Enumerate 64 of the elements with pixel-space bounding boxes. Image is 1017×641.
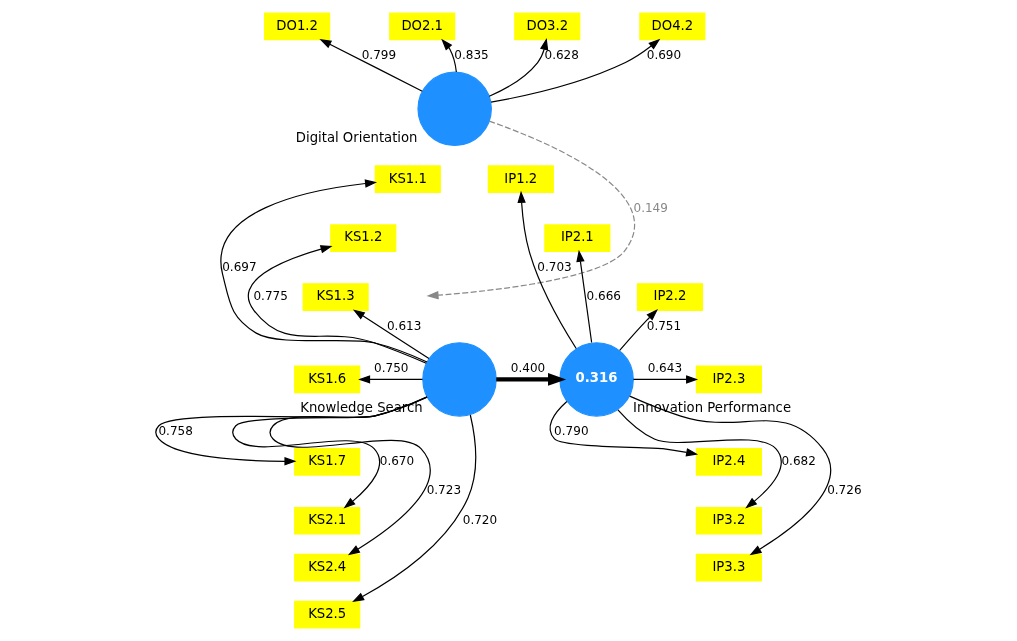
arrow [549,400,699,457]
node-box: DO2.1 [389,12,456,41]
edge-label: 0.790 [554,424,589,439]
node-box: KS2.1 [294,506,361,535]
edge-label: 0.666 [586,289,622,304]
node-box: IP2.2 [636,283,704,311]
edge-label: 0.670 [379,453,415,468]
edge-label: 0.723 [426,483,462,498]
edge-label: 0.835 [454,47,489,62]
node-box: IP2.4 [695,448,762,476]
edge-label: 0.758 [158,424,193,439]
arrow [632,375,699,384]
arrow [517,190,577,350]
node-box: KS1.6 [294,365,361,394]
edge-label: 0.775 [253,289,288,304]
node-box: KS1.3 [302,283,369,311]
node-box: KS1.7 [294,448,361,476]
node-box: KS1.2 [330,224,397,252]
edge-label: 0.697 [222,259,257,274]
arrow [247,245,427,364]
arrow [319,38,423,92]
edge-label: 0.703 [537,259,572,274]
edge-label: 0.149 [633,200,668,215]
edge-label: 0.682 [781,453,816,468]
arrow [576,249,593,344]
edge-label: 0.613 [386,318,422,333]
node-label: Digital Orientation [295,129,418,145]
edge-label: 0.751 [646,318,682,333]
arrow [426,120,636,300]
arrow [269,396,431,556]
node-box: IP3.3 [695,553,762,582]
node-box: DO4.2 [639,12,706,41]
edge-label: 0.643 [647,361,683,376]
arrow [488,37,549,97]
arrow [496,373,567,386]
node-box: KS2.4 [294,553,361,582]
arrow [619,309,658,352]
arrow [490,38,661,103]
edge-label: 0.799 [361,47,397,62]
node-box: KS1.1 [374,165,441,193]
node-box: DO1.2 [264,12,331,41]
arrow [617,409,782,509]
node-circle: 0.316 [559,342,634,417]
node-box: DO3.2 [514,12,581,41]
edge-label: 0.690 [646,47,682,62]
node-circle [422,342,497,417]
node-box: IP1.2 [487,165,554,193]
arrow [629,395,832,556]
node-circle [417,71,492,147]
edge-label: 0.400 [510,361,546,376]
edge-label: 0.750 [374,361,409,376]
arrow [155,396,428,466]
edge-label: 0.720 [462,512,498,527]
arrow [220,179,428,363]
edge-label: 0.726 [827,483,862,498]
node-box: IP2.3 [695,365,762,394]
node-box: IP3.2 [695,506,762,535]
arrow [352,309,430,360]
arrow [441,38,457,73]
edge-label: 0.628 [544,47,579,62]
node-box: IP2.1 [544,224,611,252]
arrow [352,414,477,602]
node-box: KS2.5 [294,600,361,629]
arrow [358,375,424,384]
